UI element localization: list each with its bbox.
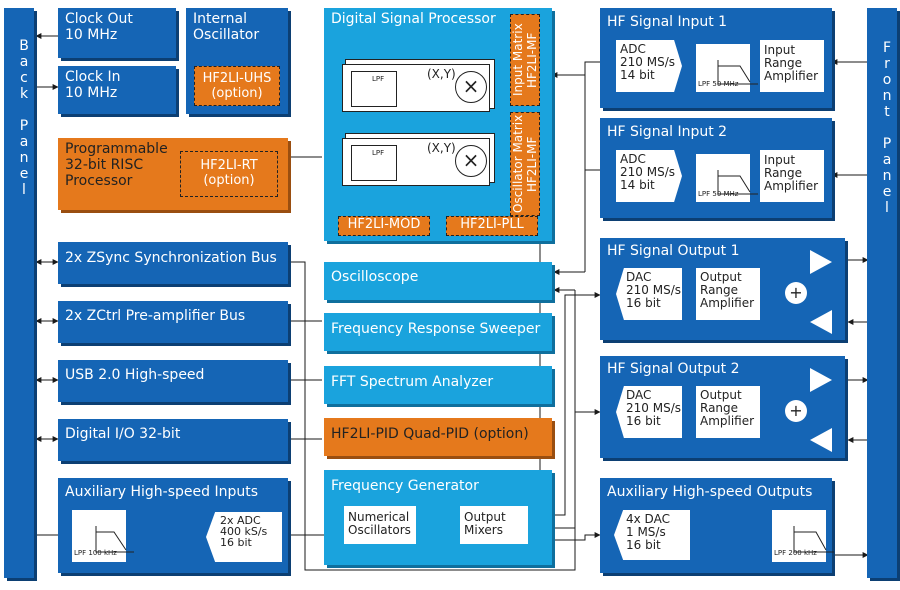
output-1-amp-icon — [810, 250, 832, 274]
sweeper-label: Frequency Response Sweeper — [331, 321, 541, 337]
output-1-feedback-icon — [810, 310, 832, 334]
front-panel: Front Panel — [867, 8, 897, 578]
zsync-block: 2x ZSync Synchronization Bus — [58, 242, 288, 284]
input-1-lpf-label: LPF 50 MHz — [698, 80, 739, 88]
fft-label: FFT Spectrum Analyzer — [331, 374, 494, 390]
oscilloscope-label: Oscilloscope — [331, 269, 419, 285]
clock-in-block: Clock In 10 MHz — [58, 66, 176, 114]
lpf-response-icon — [793, 526, 834, 553]
aux-inputs-title: Auxiliary High-speed Inputs — [65, 484, 258, 500]
pid-block: HF2LI-PID Quad-PID (option) — [324, 418, 552, 456]
zctrl-label: 2x ZCtrl Pre-amplifier Bus — [65, 308, 246, 324]
digital-io-label: Digital I/O 32-bit — [65, 426, 181, 442]
hf-output-2-block: HF Signal Output 2 DAC 210 MS/s 16 bit O… — [600, 356, 845, 458]
demodulator-2: LPF (X,Y) × — [342, 138, 490, 186]
mixer-1-icon: × — [455, 71, 487, 103]
aux-inputs-block: Auxiliary High-speed Inputs LPF 100 kHz … — [58, 478, 288, 573]
back-panel: Back Panel — [4, 8, 34, 578]
lpf-response-icon — [95, 526, 134, 553]
aux-out-dac: 4x DAC 1 MS/s 16 bit — [614, 510, 690, 560]
risc-processor-block: Programmable 32-bit RISC Processor HF2LI… — [58, 138, 288, 210]
demod-1-mixer-label: (X,Y) — [427, 67, 456, 81]
demod-1-lpf: LPF — [351, 71, 397, 107]
internal-oscillator-block: Internal Oscillator HF2LI-UHS (option) — [186, 8, 288, 114]
front-panel-label: Front Panel — [879, 40, 895, 216]
rt-option: HF2LI-RT (option) — [180, 151, 278, 197]
demod-2-mixer-label: (X,Y) — [427, 141, 456, 155]
aux-in-lpf-label: LPF 100 kHz — [74, 549, 117, 557]
hf-output-2-title: HF Signal Output 2 — [607, 361, 740, 377]
numerical-oscillators: Numerical Oscillators — [344, 506, 416, 544]
demodulator-1: LPF (X,Y) × — [342, 64, 490, 112]
clock-out-label: Clock Out 10 MHz — [65, 11, 133, 43]
hf-input-2-block: HF Signal Input 2 ADC 210 MS/s 14 bit LP… — [600, 118, 832, 218]
input-2-lpf-label: LPF 50 MHz — [698, 190, 739, 198]
back-panel-label: Back Panel — [16, 38, 32, 198]
demod-2-lpf: LPF — [351, 145, 397, 181]
output-2-adder-icon: + — [785, 400, 807, 422]
output-1-adder-icon: + — [785, 282, 807, 304]
output-2-amp-icon — [810, 368, 832, 392]
input-1-lpf: LPF 50 MHz — [696, 44, 758, 92]
output-mixers: Output Mixers — [460, 506, 528, 544]
hf-input-1-title: HF Signal Input 1 — [607, 14, 728, 30]
freq-gen-title: Frequency Generator — [331, 478, 479, 494]
input-2-amp: Input Range Amplifier — [760, 150, 824, 202]
fft-block: FFT Spectrum Analyzer — [324, 366, 552, 404]
mixer-2-icon: × — [455, 145, 487, 177]
lpf-response-icon — [717, 60, 758, 85]
usb-label: USB 2.0 High-speed — [65, 367, 205, 383]
usb-block: USB 2.0 High-speed — [58, 360, 288, 402]
pid-label: HF2LI-PID Quad-PID (option) — [331, 426, 529, 442]
output-1-dac: DAC 210 MS/s 16 bit — [616, 268, 682, 320]
input-2-adc: ADC 210 MS/s 14 bit — [616, 150, 682, 202]
zctrl-block: 2x ZCtrl Pre-amplifier Bus — [58, 301, 288, 343]
dsp-title: Digital Signal Processor — [331, 11, 496, 27]
hf-output-1-title: HF Signal Output 1 — [607, 243, 740, 259]
clock-in-label: Clock In 10 MHz — [65, 69, 121, 101]
output-2-feedback-icon — [810, 428, 832, 452]
oscillator-matrix-option: Oscillator Matrix HF2LI-MF — [510, 112, 540, 216]
oscilloscope-block: Oscilloscope — [324, 262, 552, 300]
digital-io-block: Digital I/O 32-bit — [58, 419, 288, 461]
hf-input-2-title: HF Signal Input 2 — [607, 124, 728, 140]
pll-option: HF2LI-PLL — [446, 216, 538, 236]
aux-outputs-block: Auxiliary High-speed Outputs 4x DAC 1 MS… — [600, 478, 834, 573]
output-2-dac: DAC 210 MS/s 16 bit — [616, 386, 682, 438]
uhs-option: HF2LI-UHS (option) — [194, 66, 280, 106]
clock-out-block: Clock Out 10 MHz — [58, 8, 176, 58]
input-1-adc: ADC 210 MS/s 14 bit — [616, 40, 682, 92]
aux-out-lpf-label: LPF 200 kHz — [774, 549, 817, 557]
aux-out-lpf: LPF 200 kHz — [772, 510, 834, 562]
hf-input-1-block: HF Signal Input 1 ADC 210 MS/s 14 bit LP… — [600, 8, 832, 108]
dsp-block: Digital Signal Processor LPF (X,Y) × LPF… — [324, 8, 552, 241]
hf-output-1-block: HF Signal Output 1 DAC 210 MS/s 16 bit O… — [600, 238, 845, 340]
aux-in-lpf-box: LPF 100 kHz — [72, 510, 134, 562]
zsync-label: 2x ZSync Synchronization Bus — [65, 250, 277, 266]
output-1-amp: Output Range Amplifier — [696, 268, 760, 320]
mod-option: HF2LI-MOD — [338, 216, 430, 236]
risc-label: Programmable 32-bit RISC Processor — [65, 141, 168, 189]
input-2-lpf: LPF 50 MHz — [696, 154, 758, 202]
frequency-generator-block: Frequency Generator Numerical Oscillator… — [324, 470, 552, 565]
aux-outputs-title: Auxiliary High-speed Outputs — [607, 484, 813, 500]
sweeper-block: Frequency Response Sweeper — [324, 313, 552, 351]
input-matrix-option: Input Matrix HF2LI-MF — [510, 14, 540, 106]
input-1-amp: Input Range Amplifier — [760, 40, 824, 92]
internal-oscillator-label: Internal Oscillator — [193, 11, 260, 43]
lpf-response-icon — [717, 170, 758, 195]
output-2-amp: Output Range Amplifier — [696, 386, 760, 438]
aux-in-adc-label: 2x ADC 400 kS/s 16 bit — [206, 512, 282, 562]
